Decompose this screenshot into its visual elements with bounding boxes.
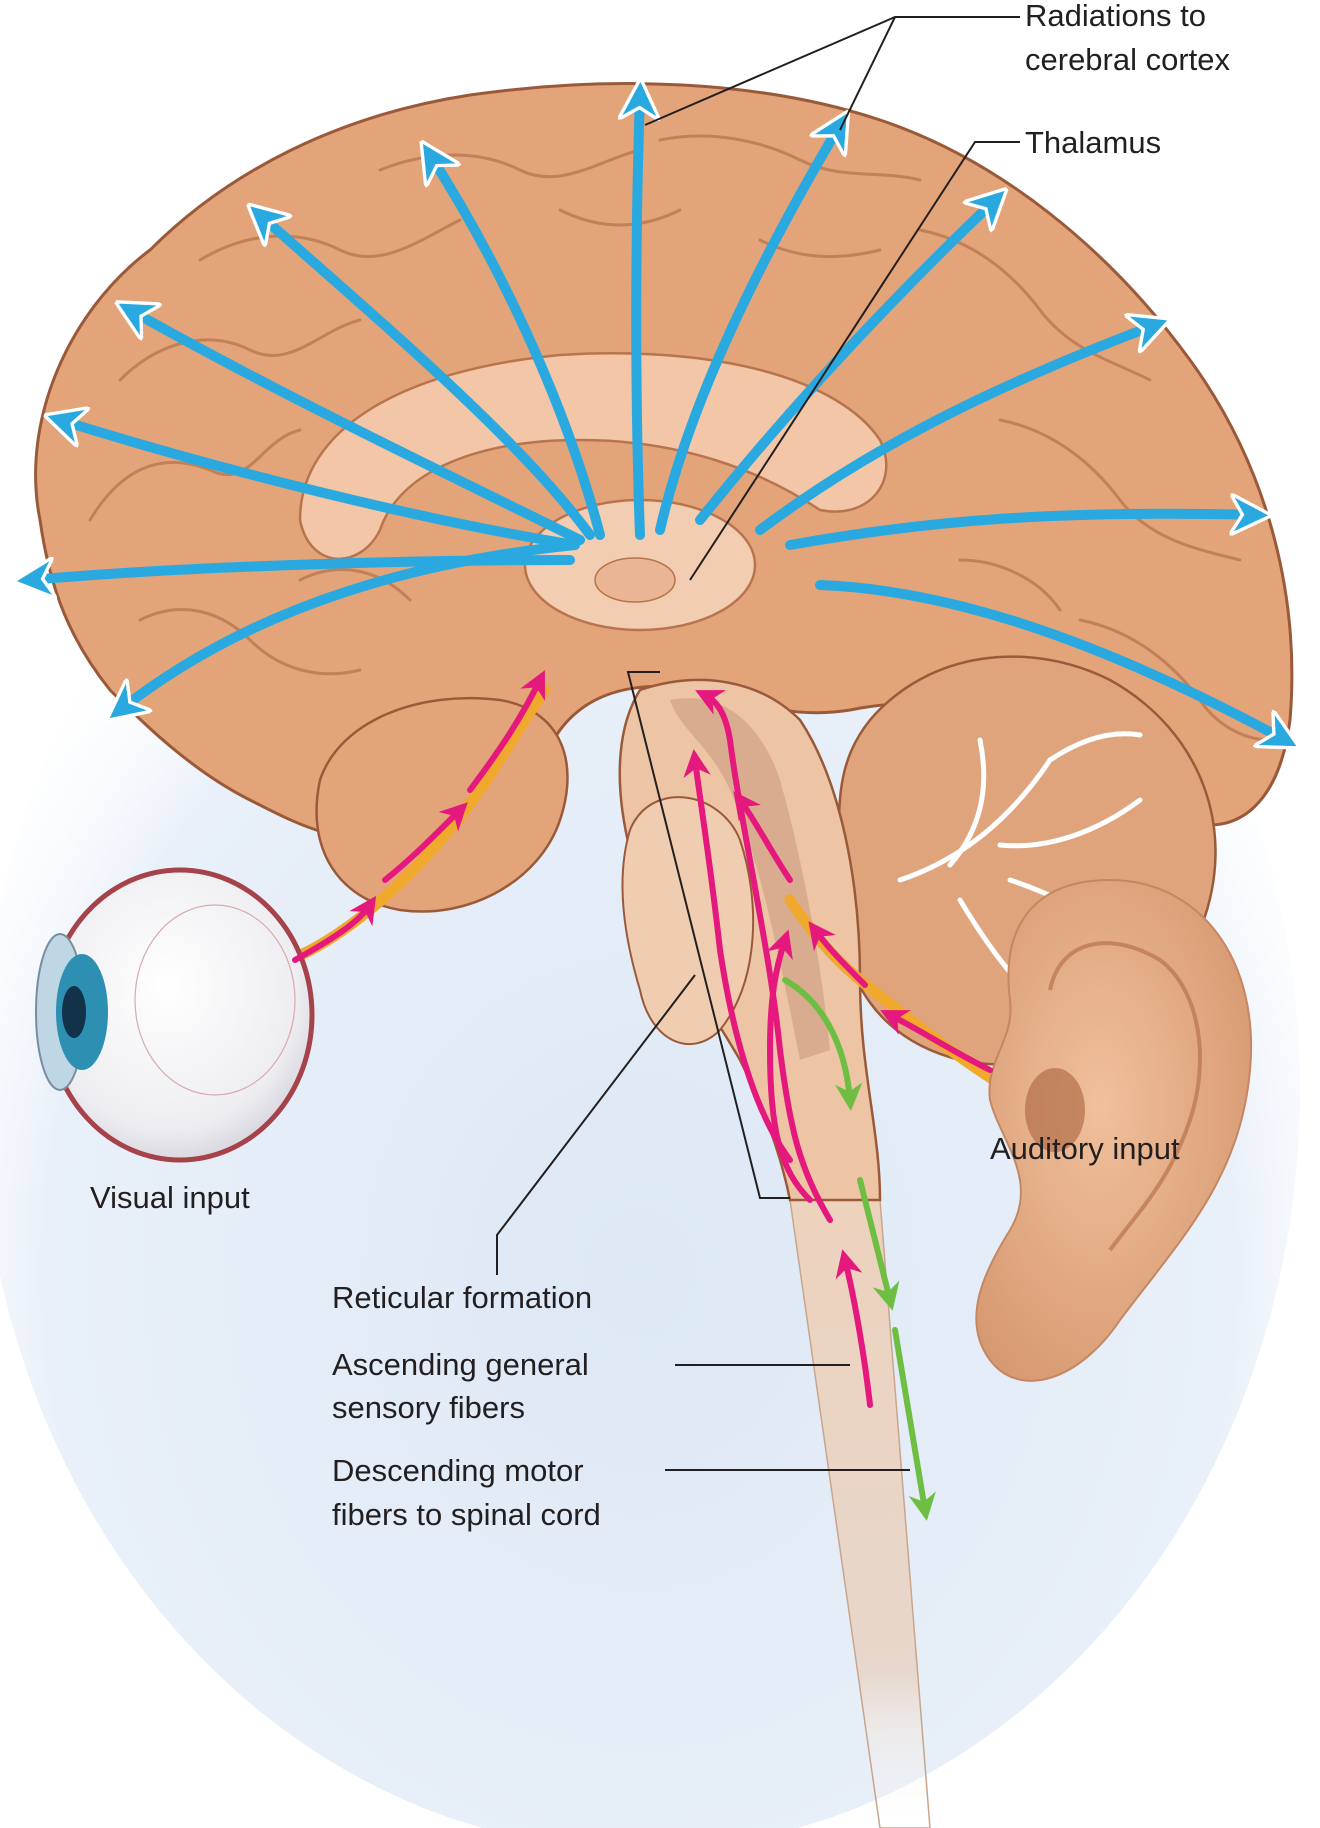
outer-ear	[975, 878, 1253, 1382]
label-ascending-line1: Ascending general	[332, 1347, 589, 1382]
radiation-arrow	[60, 420, 580, 550]
visual-ascending-arrow	[292, 895, 377, 963]
label-visual-input: Visual input	[90, 1180, 250, 1215]
ear-canal	[1025, 1068, 1085, 1152]
pons	[621, 796, 755, 1046]
radiation-arrow	[636, 95, 640, 540]
brainstem-ascending-arrow	[683, 749, 793, 1163]
auditory-ascending-arrow	[808, 921, 868, 988]
label-radiations-line1: Radiations to	[1025, 0, 1206, 33]
thalamus-highlight	[594, 557, 676, 603]
brainstem-ascending-arrow	[695, 690, 833, 1223]
descending-arrow	[782, 977, 863, 1112]
leader-radiations	[644, 16, 1020, 131]
brainstem-ascending-arrow	[835, 1249, 873, 1408]
auditory-ascending-arrow	[880, 1010, 993, 1073]
pupil	[62, 986, 86, 1038]
visual-ascending-arrow	[382, 802, 468, 883]
auditory-ascending-arrow	[733, 791, 793, 883]
radiation-arrow	[755, 325, 1155, 535]
brainstem-ascending-arrow	[766, 929, 813, 1203]
descending-fibers	[782, 977, 936, 1521]
ascending-fibers	[292, 670, 993, 1408]
label-descending-line1: Descending motor	[332, 1453, 584, 1488]
radiation-arrow	[30, 555, 575, 580]
radiation-arrow	[260, 215, 595, 540]
radiation-arrow	[655, 125, 840, 535]
radiation-arrow	[430, 155, 605, 540]
visual-ascending-arrow	[467, 670, 545, 793]
reticular-core	[670, 698, 830, 1060]
ear-helix-fold	[1048, 941, 1202, 1252]
label-reticular-formation: Reticular formation	[332, 1280, 592, 1315]
label-descending-line2: fibers to spinal cord	[332, 1497, 601, 1532]
radiation-arrow	[785, 514, 1255, 550]
descending-arrow	[892, 1327, 936, 1521]
radiation-arrow	[695, 200, 995, 525]
radiation-arrow	[815, 580, 1285, 740]
leader-lines	[496, 16, 1020, 1471]
leader-reticular	[496, 974, 696, 1275]
radiation-arrow	[120, 540, 580, 710]
label-ascending-line2: sensory fibers	[332, 1390, 525, 1425]
label-auditory-input: Auditory input	[990, 1131, 1180, 1166]
ear	[975, 878, 1253, 1382]
eye	[35, 867, 315, 1163]
eye-sclera-vessels	[134, 904, 296, 1096]
reticular-formation-bracket	[626, 671, 790, 1199]
radiation-arrows	[30, 95, 1285, 740]
descending-arrow	[857, 1177, 900, 1311]
leader-thalamus	[689, 141, 1020, 581]
label-radiations-line2: cerebral cortex	[1025, 42, 1231, 77]
radiation-arrow	[130, 310, 585, 545]
label-thalamus: Thalamus	[1025, 125, 1161, 160]
